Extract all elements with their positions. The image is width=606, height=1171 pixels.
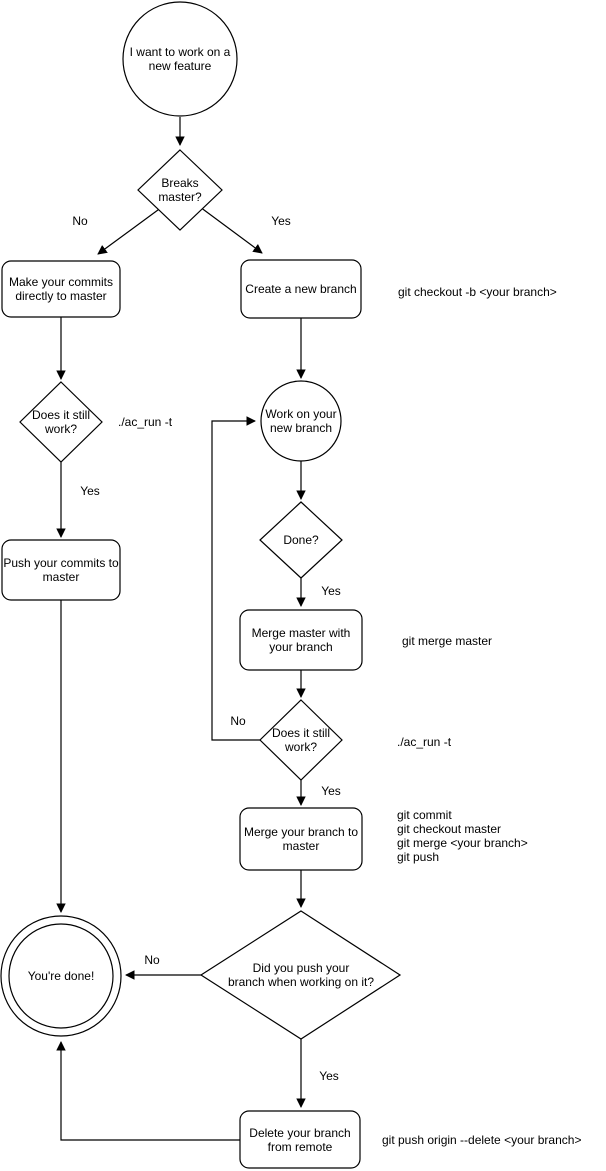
breaks-yes-label: Yes xyxy=(271,214,291,228)
still-right-no-label: No xyxy=(230,714,246,728)
breaks-master-diamond-shape xyxy=(137,149,223,231)
done-yes-label: Yes xyxy=(321,584,341,598)
still-left-yes-label: Yes xyxy=(80,484,100,498)
still-work-right-label: Does it still work? xyxy=(271,726,330,754)
cmd-git-merge-branch-label: git merge <your branch> xyxy=(397,836,528,850)
breaks-master-label: Breaks master? xyxy=(158,176,202,204)
delete-branch-box-shape xyxy=(239,1110,361,1169)
edge-breaks-no xyxy=(97,206,163,255)
start-label: I want to work on a new feature xyxy=(129,45,231,73)
edge-breaks-yes xyxy=(199,206,263,254)
cmd-git-commit-label: git commit xyxy=(397,808,452,822)
youre-done-label: You're done! xyxy=(27,969,95,983)
youre-done-inner-circle-shape xyxy=(8,923,114,1029)
did-push-no-label: No xyxy=(144,953,160,967)
edge-delete-to-done-loop xyxy=(56,1041,240,1141)
done-q-diamond-shape xyxy=(259,501,343,579)
merge-master-label: Merge master with your branch xyxy=(251,626,351,654)
did-push-label: Did you push your branch when working on… xyxy=(227,961,375,989)
did-push-diamond-shape xyxy=(199,910,402,1040)
delete-branch-label: Delete your branch from remote xyxy=(249,1125,351,1154)
still-right-yes-label: Yes xyxy=(321,784,341,798)
cmd-merge-master-label: git merge master xyxy=(402,634,493,648)
make-commits-label: Make your commits directly to master xyxy=(8,275,114,303)
merge-branch-label: Merge your branch to master xyxy=(243,825,359,853)
make-commits-box-shape xyxy=(1,260,121,318)
merge-branch-box-shape xyxy=(239,807,363,871)
merge-master-box-shape xyxy=(239,609,363,671)
cmd-acrun-left-label: ./ac_run -t xyxy=(118,415,173,429)
cmd-checkout-label: git checkout -b <your branch> xyxy=(398,285,557,299)
done-q-label: Done? xyxy=(283,533,319,547)
cmd-delete-remote-label: git push origin --delete <your branch> xyxy=(382,1133,582,1147)
breaks-no-label: No xyxy=(72,214,88,228)
cmd-acrun-right-label: ./ac_run -t xyxy=(397,735,452,749)
still-work-right-diamond-shape xyxy=(259,699,343,781)
cmd-git-push-label: git push xyxy=(397,850,440,864)
work-branch-label: Work on your new branch xyxy=(265,407,337,435)
did-push-yes-label: Yes xyxy=(319,1069,339,1083)
still-work-left-diamond-shape xyxy=(19,381,103,463)
cmd-git-checkout-master-label: git checkout master xyxy=(397,822,502,836)
still-work-left-label: Does it still work? xyxy=(31,408,90,436)
edge-still-right-no-loop xyxy=(211,416,260,741)
work-branch-circle-shape xyxy=(260,380,342,462)
create-branch-label: Create a new branch xyxy=(245,282,357,296)
push-commits-label: Push your commits to master xyxy=(3,556,119,584)
create-branch-box-shape xyxy=(240,259,362,319)
start-circle-shape xyxy=(122,1,238,117)
push-commits-box-shape xyxy=(1,539,121,601)
